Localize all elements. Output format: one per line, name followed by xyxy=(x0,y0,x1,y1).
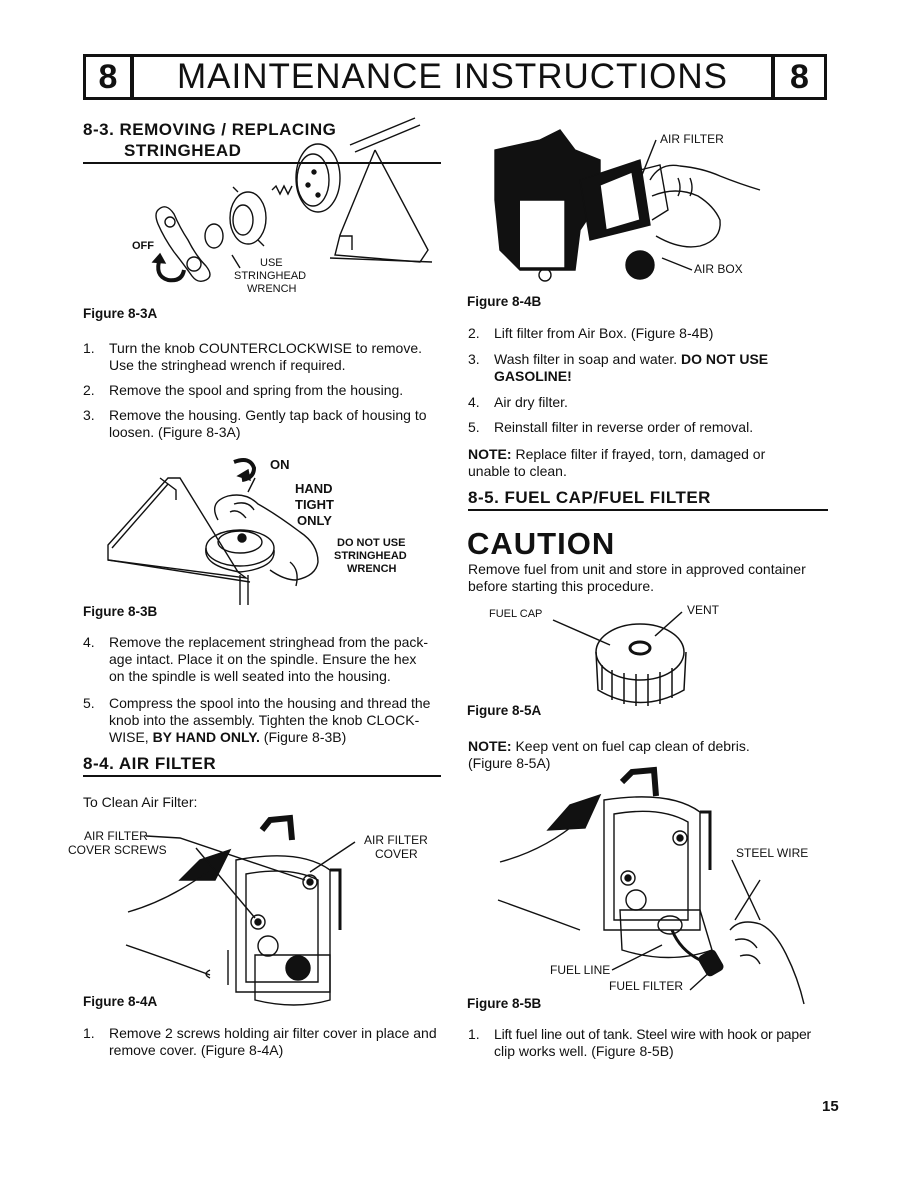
step-number: 1. xyxy=(468,1026,480,1042)
step-text-line1: Remove the spool and spring from the hou… xyxy=(109,382,404,398)
label-air-filter-cover-screws-1: AIR FILTER xyxy=(84,829,148,843)
step-text-line1: Compress the spool into the housing and … xyxy=(109,695,431,711)
label-only: ONLY xyxy=(297,513,332,528)
step-text-line2: age intact. Place it on the spindle. Ens… xyxy=(109,651,417,667)
step-text-line2: loosen. (Figure 8-3A) xyxy=(109,424,241,440)
note-label: NOTE: xyxy=(468,738,512,754)
step-text-line3a: WISE, xyxy=(109,729,153,745)
figure-caption-8-4b: Figure 8-4B xyxy=(467,294,542,309)
step-text-line1: Lift filter from Air Box. (Figure 8-4B) xyxy=(494,325,714,341)
step-text-line2-emphasis: GASOLINE! xyxy=(494,368,572,384)
step-number: 1. xyxy=(83,340,95,356)
note-text-line1: Replace filter if frayed, torn, damaged … xyxy=(511,446,766,462)
caution-heading: CAUTION xyxy=(467,526,616,561)
step-number: 5. xyxy=(83,695,95,711)
chapter-number-left: 8 xyxy=(98,58,118,96)
section-heading-8-3-line2: STRINGHEAD xyxy=(124,141,242,160)
label-use: USE xyxy=(260,257,283,269)
section-rule-8-5 xyxy=(468,509,828,511)
page-title: MAINTENANCE INSTRUCTIONS xyxy=(177,57,728,96)
step-text-line3c: (Figure 8-3B) xyxy=(259,729,347,745)
note-label: NOTE: xyxy=(468,446,512,462)
label-hand: HAND xyxy=(295,481,333,496)
step-text-line3: on the spindle is well seated into the h… xyxy=(109,668,391,684)
label-stringhead: STRINGHEAD xyxy=(234,270,307,282)
step-text-line1a: Wash filter in soap and water. xyxy=(494,351,682,367)
step-number: 3. xyxy=(83,407,95,423)
step-number: 3. xyxy=(468,351,480,367)
air-filter-note: NOTE: Replace filter if frayed, torn, da… xyxy=(468,446,765,463)
label-vent: VENT xyxy=(687,603,720,617)
caution-text-line2: before starting this procedure. xyxy=(468,578,654,594)
label-air-filter: AIR FILTER xyxy=(660,132,724,146)
figure-caption-8-5b: Figure 8-5B xyxy=(467,996,542,1011)
step-text-line1: Turn the knob COUNTERCLOCKWISE to remove… xyxy=(109,340,423,356)
label-dnu-stringhead: STRINGHEAD xyxy=(334,550,407,562)
label-air-filter-cover-1: AIR FILTER xyxy=(364,833,428,847)
section-heading-8-4: 8-4. AIR FILTER xyxy=(83,754,217,773)
label-off: OFF xyxy=(132,240,154,252)
step-text-line1: Remove 2 screws holding air filter cover… xyxy=(109,1025,437,1041)
step-text-line1: Reinstall filter in reverse order of rem… xyxy=(494,419,754,435)
label-air-filter-cover-screws-2: COVER SCREWS xyxy=(68,843,167,857)
caution-text-line1: Remove fuel from unit and store in appro… xyxy=(468,561,806,577)
label-dnu-wrench: WRENCH xyxy=(347,563,397,575)
page-number: 15 xyxy=(822,1098,839,1115)
step-number: 4. xyxy=(83,634,95,650)
step-number: 2. xyxy=(83,382,95,398)
label-fuel-filter: FUEL FILTER xyxy=(609,979,684,993)
label-fuel-line: FUEL LINE xyxy=(550,963,611,977)
chapter-number-right: 8 xyxy=(790,58,809,96)
step-number: 1. xyxy=(83,1025,95,1041)
figure-caption-8-4a: Figure 8-4A xyxy=(83,994,158,1009)
step-text-line3b-emphasis: BY HAND ONLY. xyxy=(152,729,260,745)
label-do-not-use: DO NOT USE xyxy=(337,537,406,549)
section-rule-8-4 xyxy=(83,775,441,777)
label-air-box: AIR BOX xyxy=(694,262,743,276)
step-text-line1: Air dry filter. xyxy=(494,394,568,410)
label-fuel-cap: FUEL CAP xyxy=(489,608,543,620)
section-rule-8-3 xyxy=(83,162,441,164)
step-number: 2. xyxy=(468,325,480,341)
label-wrench: WRENCH xyxy=(247,283,297,295)
figure-caption-8-3a: Figure 8-3A xyxy=(83,306,158,321)
step-number: 5. xyxy=(468,419,480,435)
note-text-line1: Keep vent on fuel cap clean of debris. xyxy=(511,738,750,754)
section-heading-8-3-line1: 8-3. REMOVING / REPLACING xyxy=(83,120,337,139)
step-text-line1b-emphasis: DO NOT USE xyxy=(681,351,769,367)
step-text-line2: knob into the assembly. Tighten the knob… xyxy=(109,712,420,728)
figure-caption-8-5a: Figure 8-5A xyxy=(467,703,542,718)
header-title-box: MAINTENANCE INSTRUCTIONS xyxy=(131,54,774,100)
step-text-line2: remove cover. (Figure 8-4A) xyxy=(109,1042,284,1058)
figure-caption-8-3b: Figure 8-3B xyxy=(83,604,158,619)
chapter-number-right-box: 8 xyxy=(772,54,827,100)
step-number: 4. xyxy=(468,394,480,410)
air-filter-note-line2: unable to clean. xyxy=(468,463,567,479)
fuel-cap-note-line2: (Figure 8-5A) xyxy=(468,755,551,771)
label-steel-wire: STEEL WIRE xyxy=(736,846,809,860)
step-text-line1: Lift fuel line out of tank. Steel wire w… xyxy=(494,1026,812,1042)
step-text-line3: WISE, BY HAND ONLY. (Figure 8-3B) xyxy=(109,729,346,746)
step-text-line2: clip works well. (Figure 8-5B) xyxy=(494,1043,674,1059)
label-on: ON xyxy=(270,457,290,472)
step-text-line1: Remove the replacement stringhead from t… xyxy=(109,634,429,650)
step-text-line2: Use the stringhead wrench if required. xyxy=(109,357,346,373)
step-text-line1: Wash filter in soap and water. DO NOT US… xyxy=(494,351,768,368)
section-heading-8-5: 8-5. FUEL CAP/FUEL FILTER xyxy=(468,488,711,507)
label-air-filter-cover-2: COVER xyxy=(375,847,418,861)
air-filter-intro: To Clean Air Filter: xyxy=(83,794,198,810)
label-tight: TIGHT xyxy=(295,497,334,512)
fuel-cap-note: NOTE: Keep vent on fuel cap clean of deb… xyxy=(468,738,750,755)
step-text-line1: Remove the housing. Gently tap back of h… xyxy=(109,407,427,423)
